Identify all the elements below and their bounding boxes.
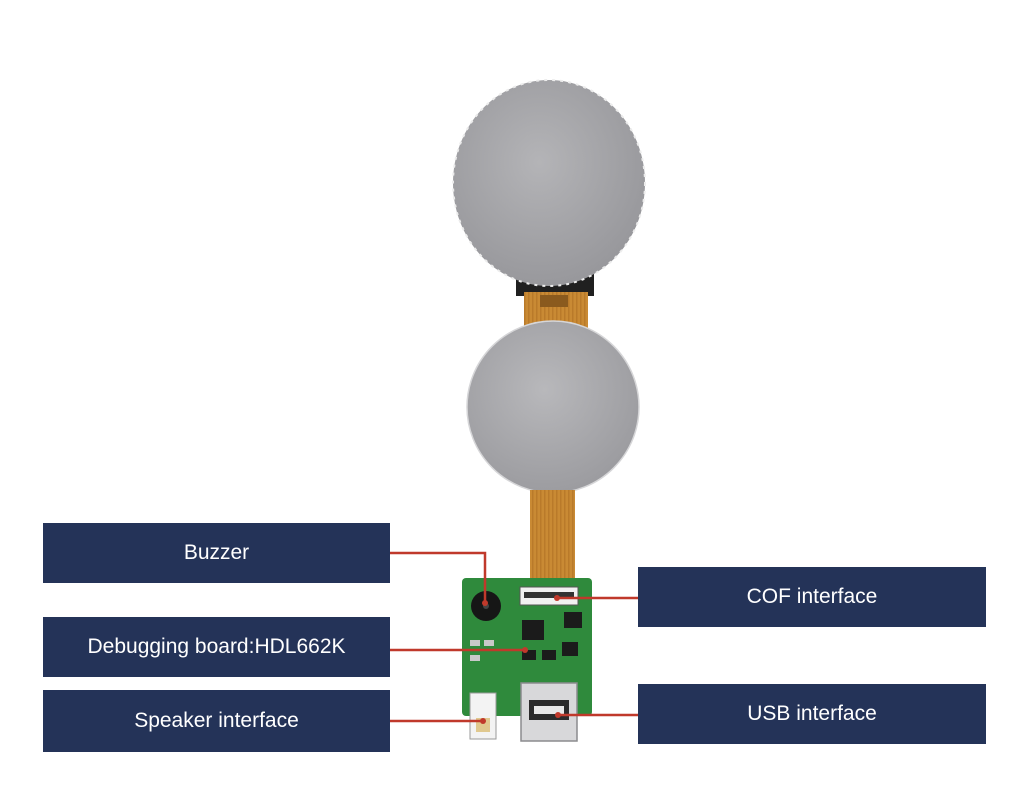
usb-interface-label: USB interface: [638, 684, 986, 744]
main-chip: [522, 620, 544, 640]
cof-interface-label: COF interface: [638, 567, 986, 627]
upper-round-display: [452, 79, 646, 296]
speaker-interface-label: Speaker interface: [43, 690, 390, 752]
leader-dots: [480, 595, 561, 724]
debug-board-label: Debugging board:HDL662K: [43, 617, 390, 677]
debugging-pcb: [462, 578, 592, 742]
long-flex-cable: [530, 490, 575, 580]
buzzer-label: Buzzer: [43, 523, 390, 583]
buzzer-leader: [390, 551, 487, 603]
lower-round-display: [466, 320, 640, 494]
speaker-connector: [469, 692, 497, 740]
leader-lines: [390, 551, 638, 723]
